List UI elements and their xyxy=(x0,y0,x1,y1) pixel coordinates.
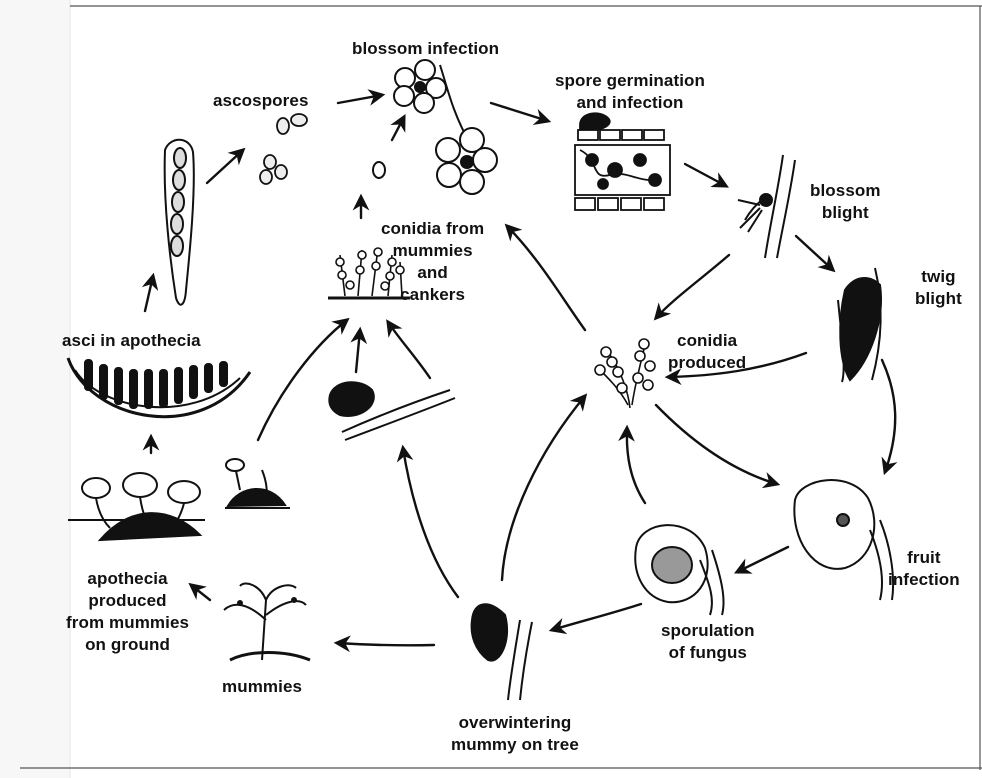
arrow-germination-to-blight xyxy=(685,164,726,186)
conidia-produced-illustration xyxy=(595,339,655,408)
asci-apothecia-illustration xyxy=(68,358,250,417)
label-ascospores: ascospores xyxy=(213,90,309,112)
label-mummies: mummies xyxy=(222,676,302,698)
arrow-mummy-to-conidia xyxy=(502,396,585,580)
arrow-ascospores-to-blossom xyxy=(338,95,382,103)
label-fruit-infection: fruit infection xyxy=(888,547,960,591)
blossom-illustration xyxy=(373,60,497,194)
fruit-infection-illustration xyxy=(794,480,893,600)
arrow-twig-to-fruit xyxy=(882,360,895,472)
label-twig-blight: twig blight xyxy=(915,266,962,310)
mummies-tree-illustration xyxy=(224,584,310,660)
arrow-conidia-to-mummy-conidia xyxy=(507,226,585,330)
arrow-blight-to-twig xyxy=(796,236,833,270)
arrow-blight-to-conidia xyxy=(656,255,729,318)
arrow-mummy-to-tree xyxy=(337,643,434,645)
ground-mummy-illustration xyxy=(225,459,290,508)
label-conidia-produced: conidia produced xyxy=(668,330,746,374)
blossom-blight-illustration xyxy=(738,155,795,258)
arrow-sporulation-to-conidia xyxy=(627,428,645,503)
arrow-ascus-to-ascospores xyxy=(207,150,243,183)
sporulation-illustration xyxy=(635,525,723,615)
ascospores-illustration xyxy=(260,114,307,184)
arrow-canker-to-conidia-1 xyxy=(356,330,360,372)
arrow-sporulation-to-mummy xyxy=(552,604,641,630)
ascus-illustration xyxy=(165,140,194,305)
twig-blight-illustration xyxy=(838,268,881,382)
arrow-conidia-to-fruit xyxy=(656,405,777,484)
arrow-canker-to-conidia-2 xyxy=(388,322,430,378)
arrow-tree-to-apothecia xyxy=(191,585,210,600)
arrow-fruit-to-sporulation xyxy=(737,547,788,572)
label-asci-apothecia: asci in apothecia xyxy=(62,330,201,352)
arrow-blossom-to-germination xyxy=(491,103,548,121)
label-apothecia-ground: apothecia produced from mummies on groun… xyxy=(66,568,189,656)
arrow-asci-to-ascus xyxy=(145,276,153,311)
label-spore-germination: spore germination and infection xyxy=(555,70,705,114)
label-blossom-blight: blossom blight xyxy=(810,180,881,224)
arrow-ground-mummy-to-conidia xyxy=(258,320,347,440)
label-conidia-mummies: conidia from mummies and cankers xyxy=(381,218,484,306)
arrow-conidia-to-blossom xyxy=(392,117,404,140)
label-blossom-infection: blossom infection xyxy=(352,38,499,60)
arrow-mummy-to-canker xyxy=(403,448,458,597)
spore-germination-illustration xyxy=(575,113,670,210)
canker-illustration xyxy=(329,382,455,440)
cycle-arrows xyxy=(145,95,895,645)
label-overwintering: overwintering mummy on tree xyxy=(451,712,579,756)
apothecia-ground-illustration xyxy=(68,473,205,540)
label-sporulation: sporulation of fungus xyxy=(661,620,755,664)
overwintering-mummy-illustration xyxy=(472,604,532,700)
